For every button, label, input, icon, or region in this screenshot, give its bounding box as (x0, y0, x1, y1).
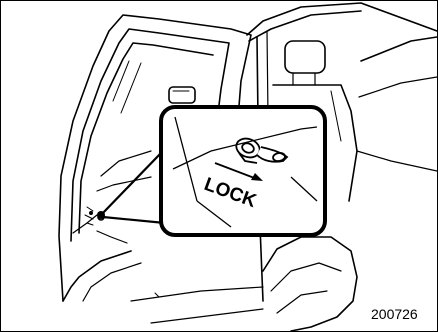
front-seat (263, 237, 357, 331)
magnified-callout: LOCK (161, 107, 325, 235)
callout-pointer (97, 153, 165, 223)
headrest (285, 41, 325, 73)
door-handle (169, 87, 195, 103)
callout-box (161, 107, 325, 235)
child-lock-location-dot (97, 211, 105, 219)
b-pillar (247, 3, 437, 35)
figure-number: 200726 (371, 306, 418, 322)
